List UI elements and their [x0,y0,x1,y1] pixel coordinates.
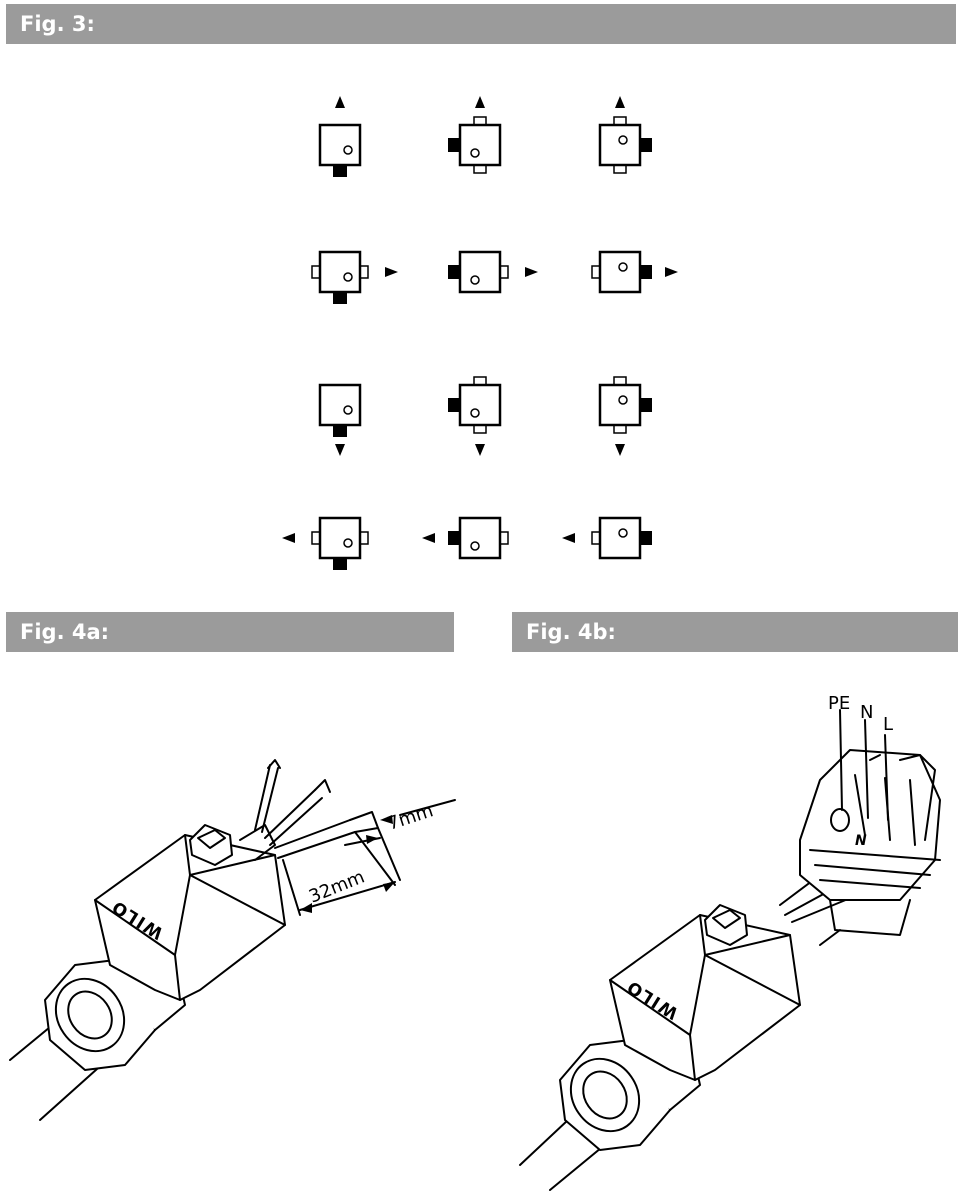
fig-4b-header: Fig. 4b: [512,612,958,652]
dimension-strip-length-label: 7mm [385,800,436,834]
mounting-position-left-plug-bottom [282,516,369,570]
flow-direction-arrow-up [475,96,485,108]
flow-direction-arrow-left [562,533,575,543]
fig-4a-cable-preparation: 7mm 32mm WILO [9,759,456,1121]
flow-direction-arrow-up [615,96,625,108]
flow-direction-arrow-down [335,444,345,456]
mounting-position-down-plug-left [448,376,502,456]
fig-3-mounting-positions [282,96,678,570]
fig-4b-terminal-wiring: PE N L N WILO [519,693,941,1191]
mounting-position-up-plug-bottom [318,96,362,177]
dimension-sheath-length-label: 32mm [306,866,368,907]
mounting-position-right-plug-bottom [311,250,398,304]
fig-4a-header: Fig. 4a: [6,612,454,652]
flow-direction-arrow-left [282,533,295,543]
fig-3-header: Fig. 3: [6,4,956,44]
mounting-position-down-plug-bottom [318,383,362,456]
flow-direction-arrow-left [422,533,435,543]
mounting-position-up-plug-right [598,96,652,174]
flow-direction-arrow-up [335,96,345,108]
mounting-position-right-plug-left [448,250,538,294]
mounting-position-right-plug-right [591,250,678,294]
mounting-position-down-plug-right [598,376,652,456]
terminal-block [799,749,941,901]
terminal-mark-n: N [855,833,867,849]
terminal-label-n: N [860,702,873,723]
terminal-label-pe: PE [828,693,850,714]
mounting-position-left-plug-right [562,516,652,560]
flow-direction-arrow-right [525,267,538,277]
flow-direction-arrow-down [475,444,485,456]
terminal-label-l: L [883,714,893,735]
mounting-position-grid [282,96,678,570]
flow-direction-arrow-right [665,267,678,277]
mounting-position-left-plug-left [422,516,509,560]
flow-direction-arrow-right [385,267,398,277]
flow-direction-arrow-down [615,444,625,456]
mounting-position-up-plug-left [448,96,502,174]
